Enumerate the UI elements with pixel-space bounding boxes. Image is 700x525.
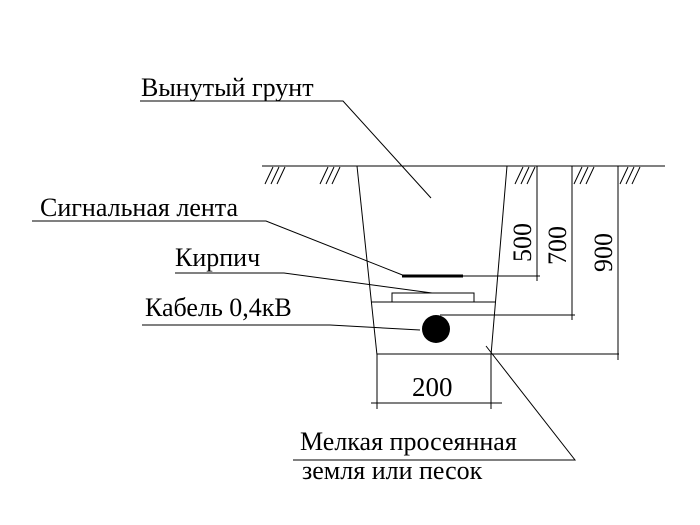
dim-900-label: 900 <box>589 233 618 272</box>
label-fill-line2: земля или песок <box>302 456 483 485</box>
leader-fill <box>293 345 577 461</box>
label-fill-line1: Мелкая просеянная <box>300 427 517 456</box>
dim-500-label: 500 <box>508 223 537 262</box>
label-cable: Кабель 0,4кВ <box>145 293 292 322</box>
leader-brick <box>175 272 433 294</box>
dim-700-label: 700 <box>543 226 572 265</box>
dim-200-label: 200 <box>412 372 453 402</box>
ground-hatching <box>264 166 641 185</box>
cable <box>422 315 450 343</box>
brick <box>391 292 475 303</box>
label-signal-tape: Сигнальная лента <box>40 193 238 222</box>
leader-cable <box>142 324 421 331</box>
trench-right-wall <box>490 165 508 356</box>
label-excavated-soil: Вынутый грунт <box>141 73 314 102</box>
leader-excavated-soil <box>140 100 432 199</box>
leader-signal-tape <box>32 220 406 277</box>
label-brick: Кирпич <box>175 243 260 272</box>
